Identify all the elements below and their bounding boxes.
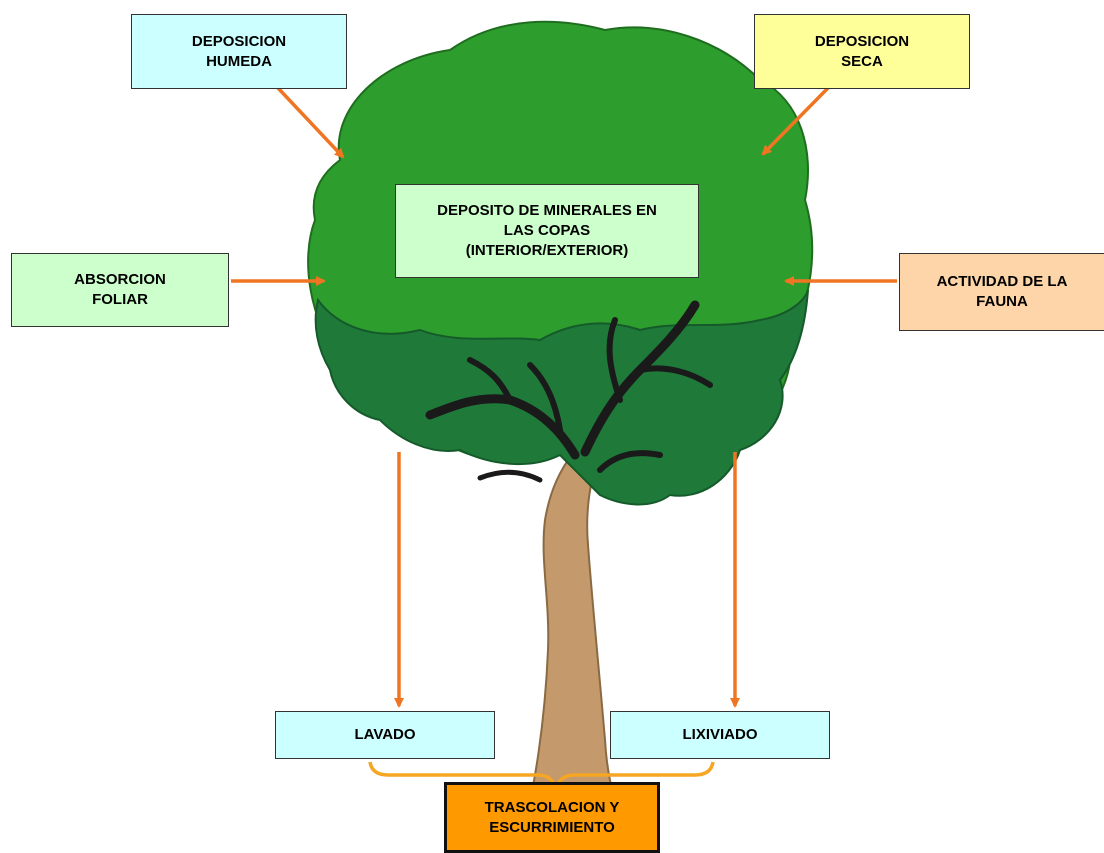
arrow-humeda-to-crown <box>276 86 345 159</box>
absorcion-foliar-box: ABSORCION FOLIAR <box>11 253 229 327</box>
trascolacion-box: TRASCOLACION Y ESCURRIMIENTO <box>444 782 660 853</box>
flow-arrows <box>231 86 897 708</box>
tree-branches <box>425 300 713 483</box>
deposito-minerales-box: DEPOSITO DE MINERALES EN LAS COPAS (INTE… <box>395 184 699 278</box>
actividad-fauna-box: ACTIVIDAD DE LA FAUNA <box>899 253 1104 331</box>
lixiviado-box: LIXIVIADO <box>610 711 830 759</box>
arrow-seca-to-crown <box>761 86 830 156</box>
tree-canopy-shadow <box>314 289 809 506</box>
deposicion-humeda-box: DEPOSICION HUMEDA <box>131 14 347 89</box>
lavado-box: LAVADO <box>275 711 495 759</box>
deposicion-seca-box: DEPOSICION SECA <box>754 14 970 89</box>
